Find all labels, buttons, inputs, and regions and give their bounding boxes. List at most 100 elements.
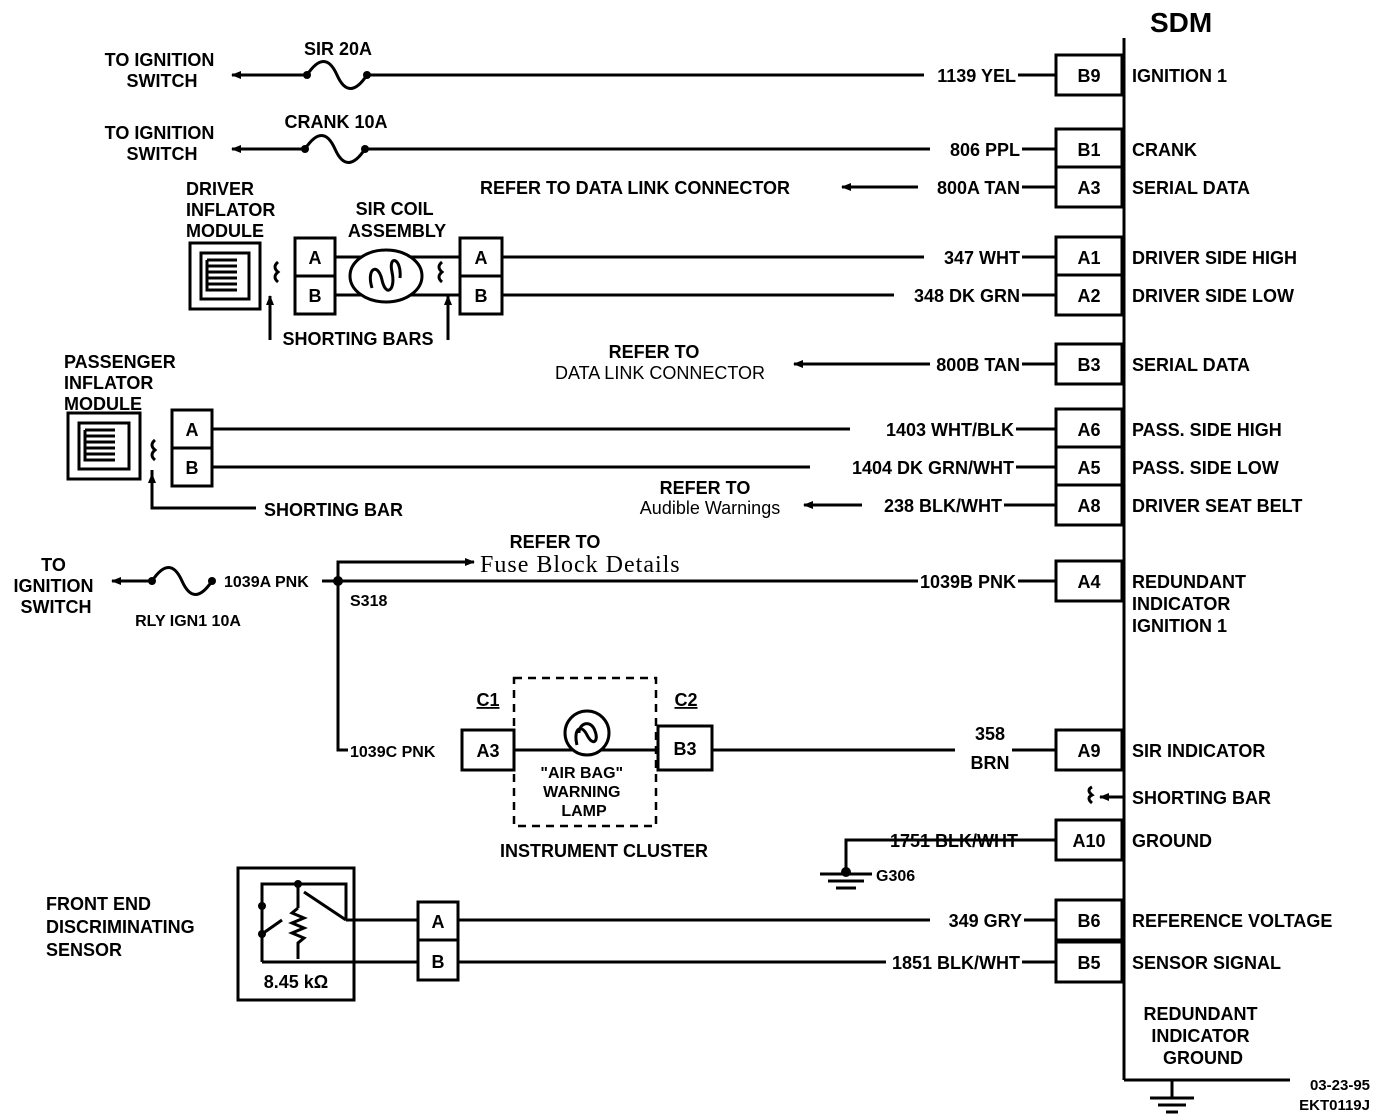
wire-1039a-label: 1039A PNK — [224, 574, 309, 591]
sdm-pin-b9-box — [1054, 53, 1124, 97]
sdm-pin-a8-wire: 238 BLK/WHT — [884, 496, 1002, 516]
sdm-pin-b3-wire: 800B TAN — [936, 355, 1020, 375]
sdm-pin-b9-id: B9 — [1077, 66, 1100, 86]
passenger-shorting-bar-label: SHORTING BAR — [264, 500, 403, 520]
sdm-pin-b1-func: CRANK — [1132, 140, 1197, 160]
cluster-pin-b3 — [656, 724, 714, 772]
driver-conn-b-label: B — [309, 286, 322, 306]
sdm-pin-a4-func-2: INDICATOR — [1132, 594, 1230, 614]
sdm-pin-a8-box — [1054, 483, 1124, 527]
sdm-pin-b3-func: SERIAL DATA — [1132, 355, 1250, 375]
splice-label: S318 — [350, 593, 387, 610]
sdm-pin-b9-func: IGNITION 1 — [1132, 66, 1227, 86]
sdm-pin-b5-wire: 1851 BLK/WHT — [892, 953, 1020, 973]
fuse-sir-icon — [305, 60, 369, 90]
fed-sensor-label: FRONT END DISCRIMINATING SENSOR — [46, 894, 200, 960]
sdm-pin-a9-id: A9 — [1077, 741, 1100, 761]
to-ignition-switch-1: TO IGNITION SWITCH — [105, 50, 220, 91]
fuse-sir-label: SIR 20A — [304, 39, 372, 59]
passenger-inflator-coil-icon — [83, 428, 115, 462]
sdm-pin-a9-wire-2: BRN — [971, 753, 1010, 773]
sdm-pin-b6-id: B6 — [1077, 911, 1100, 931]
warning-lamp-filament-icon — [574, 722, 598, 746]
sdm-pin-a10-box — [1054, 818, 1124, 862]
passenger-shorting-bar-icon — [150, 438, 158, 462]
sdm-title: SDM — [1150, 7, 1212, 38]
fed-conn-b — [416, 938, 460, 982]
sdm-side-conn-b — [458, 274, 504, 316]
sdm-pin-a10-id: A10 — [1072, 831, 1105, 851]
fed-switch-icon — [261, 918, 283, 936]
fuse-rly-terminal-right — [208, 577, 216, 585]
driver-shorting-bar-right — [437, 260, 445, 284]
driver-inflator-coil-icon — [205, 258, 237, 292]
sir-coil-winding-icon — [368, 259, 402, 292]
driver-conn-a-label: A — [309, 248, 322, 268]
sdm-bottom-label: REDUNDANT INDICATOR GROUND — [1143, 1004, 1262, 1068]
sdm-pin-b5-box — [1054, 940, 1124, 984]
sdm-pin-a4-func: REDUNDANT — [1132, 572, 1246, 592]
sdm-pin-b5-func: SENSOR SIGNAL — [1132, 953, 1281, 973]
fuse-rly-icon — [150, 566, 214, 596]
refer-fuse-line2: Fuse Block Details — [480, 552, 681, 578]
fed-sensor-node-top — [294, 880, 302, 888]
refer-fuse-line1: REFER TO — [510, 532, 601, 552]
sdm-pin-b5-id: B5 — [1077, 953, 1100, 973]
wire-1039c-vertical — [336, 581, 348, 752]
passenger-inflator-label: PASSENGER INFLATOR MODULE — [64, 352, 181, 414]
sdm-pin-b3-id: B3 — [1077, 355, 1100, 375]
sdm-pin-a4-func-3: IGNITION 1 — [1132, 616, 1227, 636]
sdm-pin-b6-box — [1054, 898, 1124, 942]
cluster-pin-a3 — [460, 728, 516, 772]
sdm-pin-b6-wire: 349 GRY — [949, 911, 1022, 931]
sdm-pin-a4-id: A4 — [1077, 572, 1100, 592]
sdm-pin-a5-func: PASS. SIDE LOW — [1132, 458, 1279, 478]
lamp-label: "AIR BAG" WARNING LAMP — [540, 765, 627, 820]
sdm-pin-a1-wire: 347 WHT — [944, 248, 1020, 268]
fed-conn-a-label: A — [432, 912, 445, 932]
sdm-pin-a9-wire: 358 — [975, 724, 1005, 744]
fuse-crank-label: CRANK 10A — [284, 112, 387, 132]
fuse-crank-icon — [303, 134, 367, 164]
to-ignition-switch-3: TO IGNITION SWITCH — [13, 555, 98, 617]
sdm-pin-a8-id: A8 — [1077, 496, 1100, 516]
sdm-pin-a10-func: GROUND — [1132, 831, 1212, 851]
sdm-pin-a4-box — [1054, 559, 1124, 603]
instrument-cluster-label: INSTRUMENT CLUSTER — [500, 841, 708, 861]
drawing-id: EKT0119J — [1299, 1097, 1370, 1114]
sdm-pin-a5-wire: 1404 DK GRN/WHT — [852, 458, 1014, 478]
sdm-pin-a2-id: A2 — [1077, 286, 1100, 306]
refer-audible-line1: REFER TO — [660, 478, 751, 498]
fed-sensor-frame — [260, 882, 348, 962]
sdm-pin-a8-func: DRIVER SEAT BELT — [1132, 496, 1302, 516]
sdm-pin-b9-wire: 1139 YEL — [937, 66, 1016, 86]
fed-conn-a — [416, 900, 460, 942]
pass-conn-b-label: B — [186, 458, 199, 478]
fed-switch-arm — [303, 890, 347, 922]
sdm-pin-a9-func: SIR INDICATOR — [1132, 741, 1265, 761]
refer-audible-line2: Audible Warnings — [640, 498, 780, 518]
fed-resistor-label: 8.45 kΩ — [264, 972, 328, 992]
sdm-pin-a5-id: A5 — [1077, 458, 1100, 478]
sdm-pin-a9-box — [1054, 728, 1124, 772]
pass-conn-a-label: A — [186, 420, 199, 440]
fed-sensor-node-mid — [258, 902, 266, 910]
sdm-pin-a1-id: A1 — [1077, 248, 1100, 268]
sdm-pin-b6-func: REFERENCE VOLTAGE — [1132, 911, 1332, 931]
sdm-pin-a4-wire: 1039B PNK — [920, 572, 1016, 592]
sdm-side-conn-a-label: A — [475, 248, 488, 268]
sdm-pin-b1-id: B1 — [1077, 140, 1100, 160]
sdm-pin-b3-box — [1054, 342, 1124, 386]
ground-wire — [844, 838, 1030, 872]
sdm-pin-a3-box — [1054, 165, 1124, 209]
sdm-pin-a1-func: DRIVER SIDE HIGH — [1132, 248, 1297, 268]
sdm-shorting-bar-icon — [1087, 785, 1095, 805]
fuse-rly-label: RLY IGN1 10A — [135, 613, 241, 630]
cluster-pin-b3-label: B3 — [673, 739, 696, 759]
fuse-block-leader — [336, 560, 472, 581]
cluster-pin-a3-label: A3 — [476, 741, 499, 761]
refer-dlc-1: REFER TO DATA LINK CONNECTOR — [480, 178, 790, 198]
fed-conn-b-label: B — [432, 952, 445, 972]
shorting-bars-label: SHORTING BARS — [282, 329, 433, 349]
